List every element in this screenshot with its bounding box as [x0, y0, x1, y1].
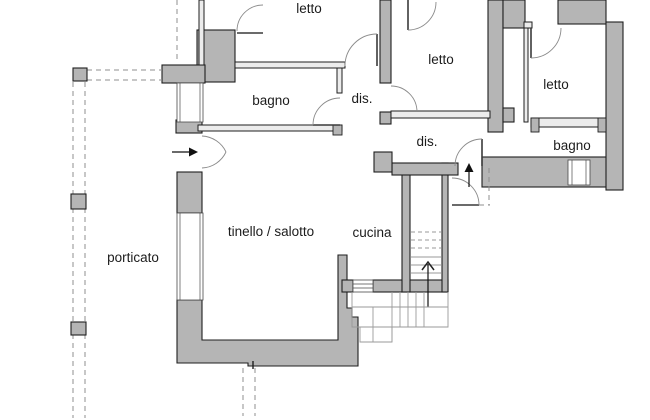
- windows: [176, 82, 591, 301]
- external-stairs-outline: [351, 292, 449, 343]
- room-label-hall-lower: dis.: [416, 134, 437, 149]
- door-arc-main-entrance: [454, 138, 483, 167]
- wall-vestibule-jamb: [502, 107, 515, 123]
- door-arc-bath-nw: [312, 97, 341, 126]
- door-arc-porch-lower: [201, 151, 227, 169]
- wall-pier-center: [373, 151, 393, 173]
- window-kitchen-south: [352, 279, 374, 293]
- door-arc-bedroom-nw-north: [236, 4, 264, 32]
- main-entry-arrow-icon: [464, 163, 474, 172]
- room-label-bedroom-nw: letto: [296, 1, 322, 16]
- wall-southwest-L: [176, 254, 359, 367]
- wall-stairwell-west: [401, 164, 411, 293]
- jamb-bath-e-right: [597, 117, 607, 133]
- wall-kitchen-south-a: [341, 279, 354, 293]
- porch-column-1: [72, 67, 88, 82]
- porch: [70, 0, 490, 418]
- doors: [201, 0, 562, 206]
- jamb-bath-nw-corner: [332, 124, 343, 136]
- partition-bedroom-nw-west: [198, 0, 205, 66]
- wall-center-spine: [487, 0, 504, 133]
- partition-bath-e-north: [530, 117, 607, 128]
- room-label-kitchen: cucina: [352, 225, 392, 240]
- stairs-up-arrow-icon: [421, 260, 435, 271]
- wall-west-corner-block: [161, 64, 206, 84]
- window-bath-nw: [176, 82, 204, 123]
- window-living-west: [176, 212, 204, 301]
- door-arc-entrance-outer: [451, 177, 480, 206]
- jamb-bath-e-left: [530, 117, 540, 133]
- door-arc-hall-bedroom-n: [390, 85, 418, 113]
- door-arc-porch-upper: [201, 135, 227, 153]
- wall-northeast-band: [557, 0, 607, 25]
- partition-bedroom-e-north-stub: [523, 21, 533, 29]
- room-labels: letto letto letto bagno dis. dis. bagno …: [107, 1, 591, 265]
- stairwell: [411, 231, 441, 307]
- room-label-bedroom-n: letto: [428, 52, 454, 67]
- external-stairs: [351, 292, 449, 343]
- partition-bedroom-n-south: [390, 110, 491, 119]
- wall-corridor-south: [391, 162, 459, 176]
- room-label-bedroom-e: letto: [543, 77, 569, 92]
- wall-east: [605, 21, 624, 191]
- partition-bedroom-e-west: [523, 27, 529, 123]
- wall-west-pilaster: [176, 171, 203, 214]
- room-label-porch: porticato: [107, 250, 159, 265]
- wall-hall-jamb: [379, 111, 392, 125]
- wall-stairwell-east: [441, 162, 449, 293]
- room-label-bath-nw: bagno: [252, 93, 290, 108]
- room-label-hall-upper: dis.: [351, 91, 372, 106]
- entry-arrows: [172, 147, 474, 187]
- window-bath-e-south: [567, 159, 591, 186]
- wall-north-notch-block: [502, 0, 526, 29]
- side-entry-arrow-icon: [189, 147, 198, 157]
- wall-hall-bedroom-divider: [379, 0, 392, 84]
- door-arc-bedroom-n: [407, 1, 437, 31]
- partition-bath-nw-east: [336, 67, 343, 94]
- partition-bath-nw-south: [197, 124, 343, 132]
- door-arc-bedroom-nw: [344, 33, 378, 67]
- porch-column-3: [70, 321, 87, 336]
- room-label-living: tinello / salotto: [228, 224, 314, 239]
- porch-column-2: [70, 193, 87, 210]
- partition-walls: [197, 0, 607, 136]
- door-arc-bedroom-e: [530, 27, 562, 59]
- room-label-bath-e: bagno: [553, 138, 591, 153]
- exterior-walls: [161, 0, 624, 367]
- partition-bedroom-nw-south: [234, 61, 346, 69]
